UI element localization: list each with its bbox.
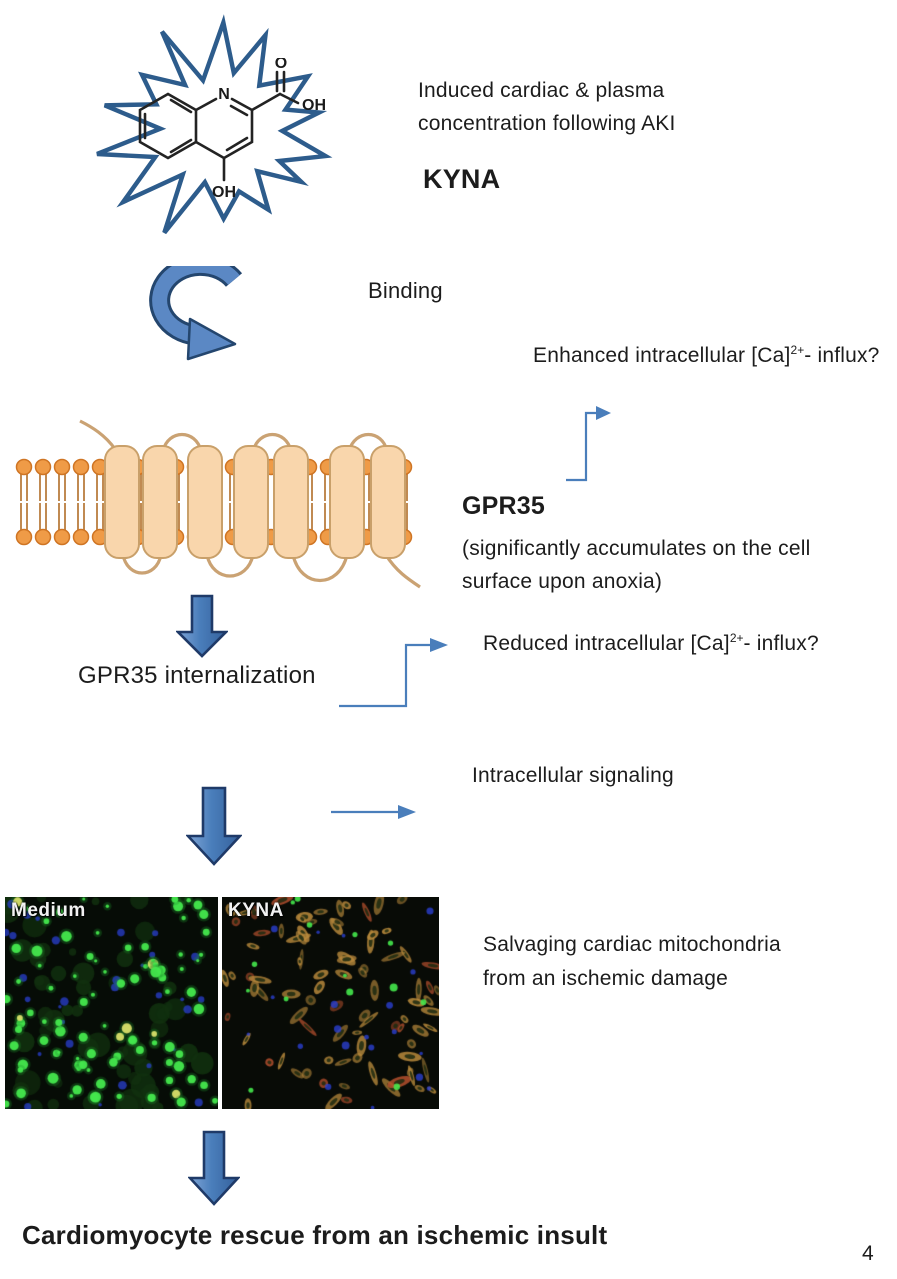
aki-description-line1: Induced cardiac & plasma xyxy=(418,79,665,102)
page-number: 4 xyxy=(862,1242,874,1265)
reduced-influx-prefix: Reduced intracellular [Ca] xyxy=(483,632,730,655)
down-arrow-icon xyxy=(188,1130,240,1206)
signaling-label: Intracellular signaling xyxy=(472,764,674,787)
micrograph-medium-label: Medium xyxy=(11,900,86,921)
kyna-label: KYNA xyxy=(423,164,501,194)
enhanced-influx-sup: 2+ xyxy=(790,343,805,357)
atom-label-n: N xyxy=(218,86,230,103)
gpr35-note-line1: (significantly accumulates on the cell xyxy=(462,537,811,560)
aki-description: Induced cardiac & plasma concentration f… xyxy=(418,74,676,140)
aki-description-line2: concentration following AKI xyxy=(418,112,676,135)
micrograph-kyna-label: KYNA xyxy=(228,900,284,921)
reduced-influx-sup: 2+ xyxy=(729,631,744,645)
atom-label-oh-ring: OH xyxy=(212,184,236,201)
enhanced-influx-prefix: Enhanced intracellular [Ca] xyxy=(533,344,791,367)
gpr35-note: (significantly accumulates on the cell s… xyxy=(462,532,810,598)
reduced-influx-text: Reduced intracellular [Ca]2+- influx? xyxy=(483,631,819,656)
conclusion-title: Cardiomyocyte rescue from an ischemic in… xyxy=(22,1220,608,1250)
curved-arrow-icon xyxy=(149,266,243,361)
kyna-starburst xyxy=(96,14,333,235)
salvage-line1: Salvaging cardiac mitochondria xyxy=(483,933,781,956)
reduced-influx-suffix: - influx? xyxy=(743,632,819,655)
micrograph-panel-medium: Medium xyxy=(5,897,218,1109)
transmembrane-helices xyxy=(104,445,406,559)
right-arrow-icon xyxy=(331,805,416,819)
salvage-text: Salvaging cardiac mitochondria from an i… xyxy=(483,928,781,996)
atom-label-oh-acid: OH xyxy=(302,97,325,114)
binding-label: Binding xyxy=(368,278,443,303)
micrograph-panel-kyna: KYNA xyxy=(222,897,439,1109)
micrograph-medium-image xyxy=(5,897,218,1109)
enhanced-influx-suffix: - influx? xyxy=(804,344,880,367)
down-arrow-icon xyxy=(176,594,228,658)
micrograph-figure: Medium KYNA xyxy=(5,897,439,1109)
internalization-label: GPR35 internalization xyxy=(78,662,316,689)
gpr35-note-line2: surface upon anoxia) xyxy=(462,570,663,593)
kyna-molecule-structure: N O OH OH xyxy=(138,58,325,201)
atom-label-o: O xyxy=(275,58,287,72)
enhanced-influx-text: Enhanced intracellular [Ca]2+- influx? xyxy=(533,343,880,368)
membrane-receptor-illustration xyxy=(15,419,421,589)
elbow-arrow-right-icon xyxy=(339,638,448,708)
elbow-arrow-up-icon xyxy=(566,406,611,482)
down-arrow-icon xyxy=(186,786,242,866)
salvage-line2: from an ischemic damage xyxy=(483,967,729,990)
gpr35-title: GPR35 xyxy=(462,492,545,520)
micrograph-kyna-image xyxy=(222,897,439,1109)
